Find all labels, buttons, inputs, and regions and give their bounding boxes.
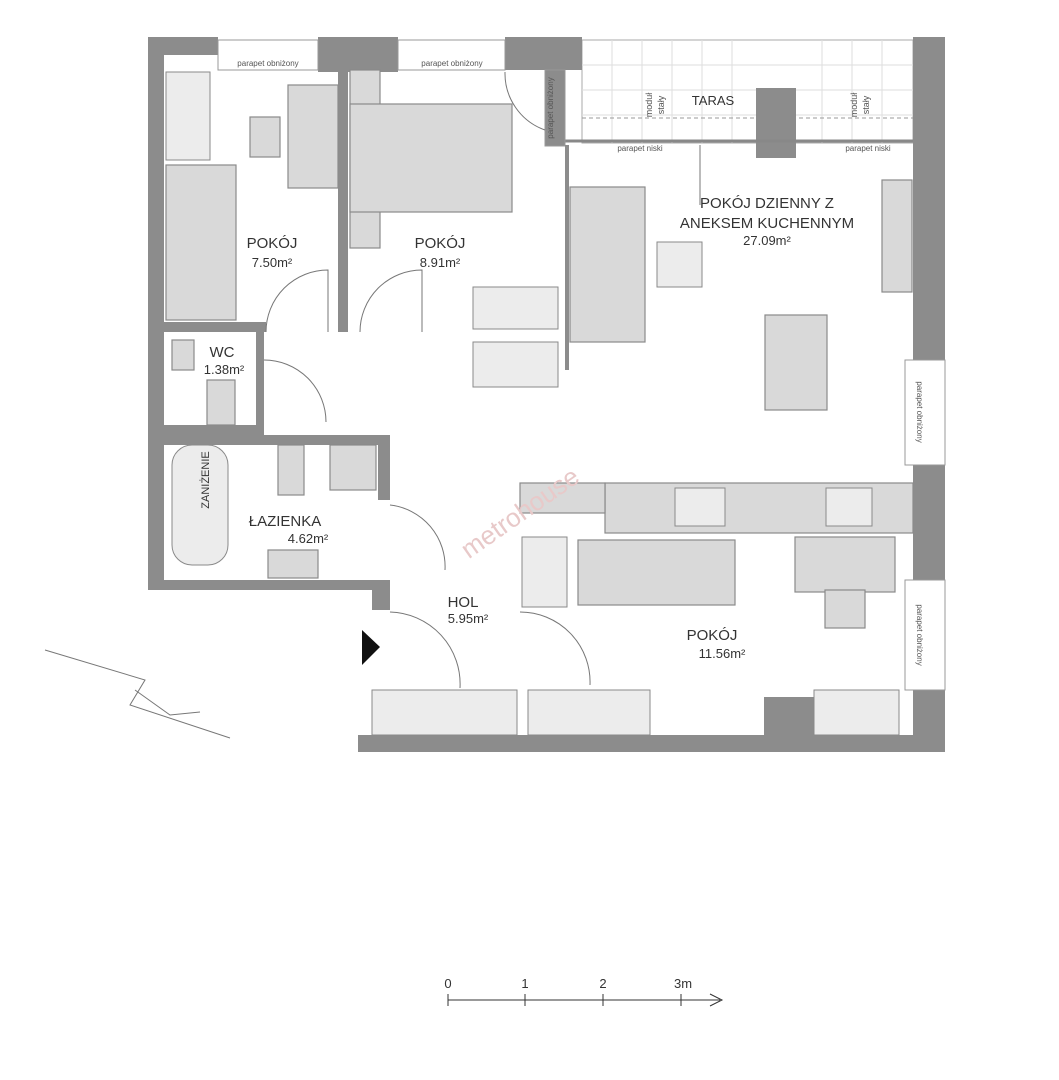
windows: parapet obniżony parapet obniżony parape… bbox=[217, 39, 946, 691]
shelf bbox=[472, 341, 559, 388]
room-labels: POKÓJ 7.50m² POKÓJ 8.91m² POKÓJ DZIENNY … bbox=[199, 195, 854, 661]
wardrobe bbox=[165, 71, 211, 161]
modul-label: moduł bbox=[644, 93, 654, 118]
scale-tick: 1 bbox=[521, 976, 528, 991]
bath-note: ZANIŻENIE bbox=[199, 451, 212, 508]
wardrobe bbox=[813, 689, 900, 736]
parapet-obnizony-label: parapet obniżony bbox=[421, 59, 482, 68]
wardrobe bbox=[371, 689, 518, 736]
taras-label: TARAS bbox=[692, 93, 735, 108]
room-area: 11.56m² bbox=[699, 646, 746, 661]
washing-machine bbox=[329, 444, 377, 491]
washbasin-wc bbox=[171, 339, 195, 371]
toilet bbox=[277, 444, 305, 496]
room-name: POKÓJ DZIENNY Z bbox=[700, 195, 834, 212]
shelf bbox=[521, 536, 568, 608]
entrance-arrow-icon bbox=[362, 630, 380, 665]
staly-label: stały bbox=[656, 95, 666, 114]
dining-table bbox=[764, 314, 828, 411]
parapet-obnizony-label: parapet obniżony bbox=[546, 77, 555, 138]
parapet-obnizony-label: parapet obniżony bbox=[915, 604, 924, 665]
tv-unit bbox=[881, 179, 913, 293]
bed bbox=[165, 164, 237, 321]
parapet-niski-label: parapet niski bbox=[617, 144, 663, 153]
toilet-wc bbox=[206, 379, 236, 426]
parapet-obnizony-label: parapet obniżony bbox=[237, 59, 298, 68]
walls bbox=[148, 37, 945, 752]
sink bbox=[674, 487, 726, 527]
room-name: ANEKSEM KUCHENNYM bbox=[680, 215, 854, 232]
bed bbox=[349, 103, 513, 213]
terrace: TARAS moduł stały moduł stały parapet ni… bbox=[565, 39, 914, 158]
room-area: 27.09m² bbox=[743, 233, 791, 248]
coffee-table bbox=[656, 241, 703, 288]
modul-label: moduł bbox=[849, 93, 859, 118]
room-name: POKÓJ bbox=[247, 235, 298, 252]
washbasin bbox=[267, 549, 319, 579]
terrace-column bbox=[756, 88, 796, 158]
shelf bbox=[472, 286, 559, 330]
scale-tick: 2 bbox=[599, 976, 606, 991]
room-area: 5.95m² bbox=[448, 611, 489, 626]
room-name: POKÓJ bbox=[687, 627, 738, 644]
sofa bbox=[569, 186, 646, 343]
room-area: 7.50m² bbox=[252, 255, 293, 270]
scale-bar: 0 1 2 3m bbox=[444, 976, 724, 1007]
bathtub bbox=[171, 444, 229, 566]
parapet-obnizony-label: parapet obniżony bbox=[915, 381, 924, 442]
scale-tick: 0 bbox=[444, 976, 451, 991]
wardrobe bbox=[527, 689, 651, 736]
room-name: WC bbox=[210, 344, 235, 361]
room-area: 8.91m² bbox=[420, 255, 461, 270]
doors bbox=[263, 71, 701, 689]
scale-tick: 3m bbox=[674, 976, 692, 991]
bed bbox=[577, 539, 736, 606]
cooktop bbox=[825, 487, 873, 527]
chair bbox=[249, 116, 281, 158]
room-area: 4.62m² bbox=[288, 531, 329, 546]
room-name: POKÓJ bbox=[415, 235, 466, 252]
parapet-niski-label: parapet niski bbox=[845, 144, 891, 153]
room-area: 1.38m² bbox=[204, 362, 245, 377]
north-arrow-icon bbox=[44, 649, 231, 739]
desk bbox=[287, 84, 339, 189]
room-name: ŁAZIENKA bbox=[249, 513, 322, 530]
room-name: HOL bbox=[448, 594, 479, 611]
desk bbox=[794, 536, 896, 593]
kitchen-counter-end bbox=[519, 482, 606, 514]
staly-label: stały bbox=[861, 95, 871, 114]
chair bbox=[824, 589, 866, 629]
furniture bbox=[165, 69, 914, 736]
